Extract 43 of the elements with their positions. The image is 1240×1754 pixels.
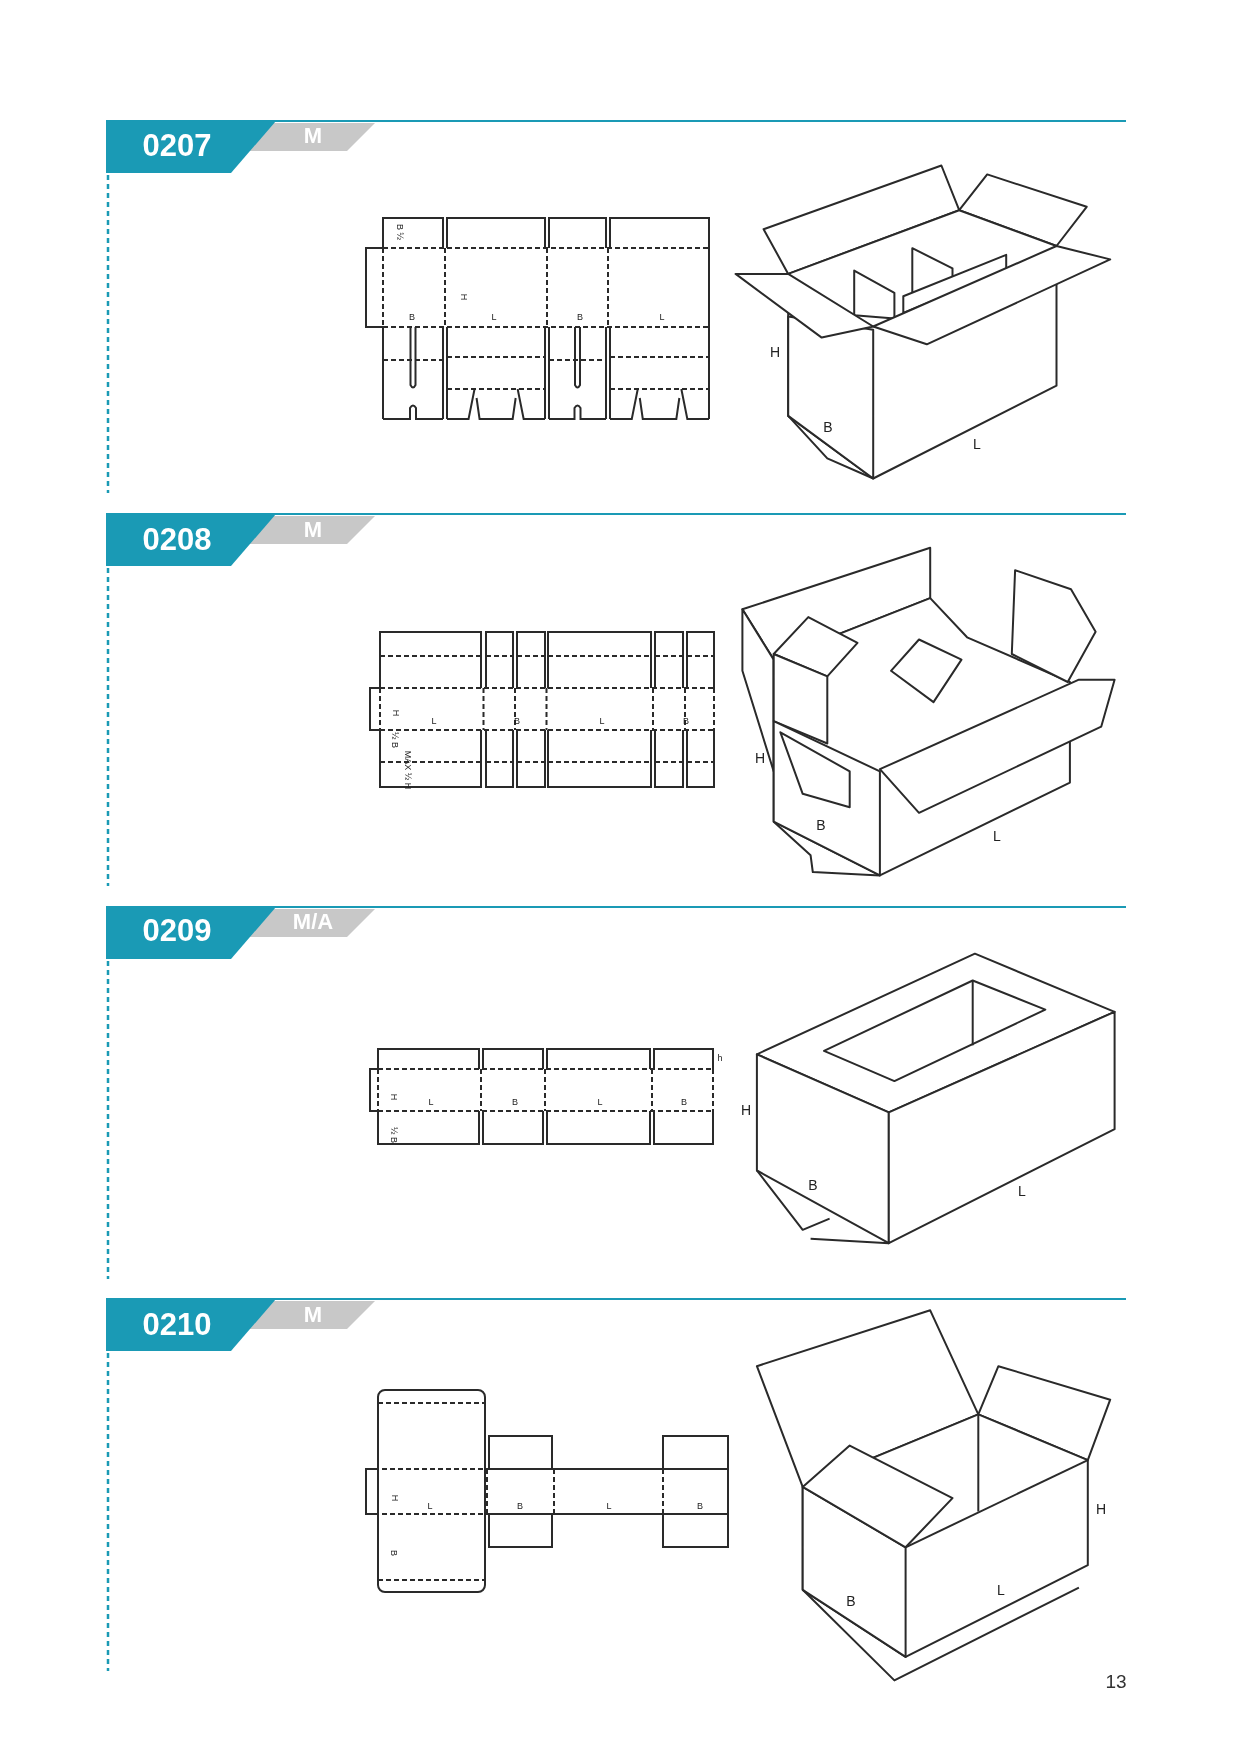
dimension-label: L	[431, 716, 437, 726]
dimension-label: ½ B	[389, 732, 399, 748]
dimension-label: B	[681, 1097, 687, 1107]
dimension-label: H	[754, 751, 766, 765]
dimension-label: ½ B	[388, 1127, 398, 1143]
dimension-label: B	[697, 1501, 703, 1511]
dimension-label: H	[769, 345, 781, 359]
dimension-label: B	[409, 312, 415, 322]
dimension-label: B	[683, 716, 689, 726]
dimension-label: B	[846, 1594, 856, 1608]
dimension-label: L	[599, 716, 605, 726]
dimension-label: B	[514, 716, 520, 726]
dimension-label: L	[993, 829, 1001, 843]
page-number: 13	[1105, 1671, 1127, 1691]
dimension-label: L	[659, 312, 665, 322]
dimension-label: B	[512, 1097, 518, 1107]
dimension-label: H	[1095, 1502, 1107, 1516]
dimension-label: MAX ½ H	[402, 750, 412, 790]
dimension-label: H	[388, 1093, 398, 1101]
box-style-code: 0210	[142, 1308, 212, 1340]
dimension-label: B	[823, 420, 833, 434]
dimension-label: H	[740, 1103, 752, 1117]
box-style-code: 0208	[142, 523, 212, 555]
dimension-label: L	[428, 1097, 434, 1107]
dimension-label: B	[808, 1178, 818, 1192]
dimension-label: L	[997, 1583, 1005, 1597]
dimension-label: B	[388, 1550, 398, 1556]
dimension-label: B ½	[394, 224, 404, 240]
dimension-label: B	[816, 818, 826, 832]
dimension-label: L	[427, 1501, 433, 1511]
dimension-label: H	[389, 1494, 399, 1502]
dimension-label: L	[491, 312, 497, 322]
dimension-label: L	[973, 437, 981, 451]
dimension-label: L	[606, 1501, 612, 1511]
box-style-code: 0207	[142, 129, 212, 161]
dimension-label: H	[390, 709, 400, 717]
dimension-label: L	[597, 1097, 603, 1107]
dimension-label: B	[577, 312, 583, 322]
dimension-label: L	[1018, 1184, 1026, 1198]
box-style-code: 0209	[142, 914, 212, 946]
dimension-label: h	[717, 1053, 723, 1063]
dimension-label: B	[517, 1501, 523, 1511]
dimension-label: H	[458, 293, 468, 301]
